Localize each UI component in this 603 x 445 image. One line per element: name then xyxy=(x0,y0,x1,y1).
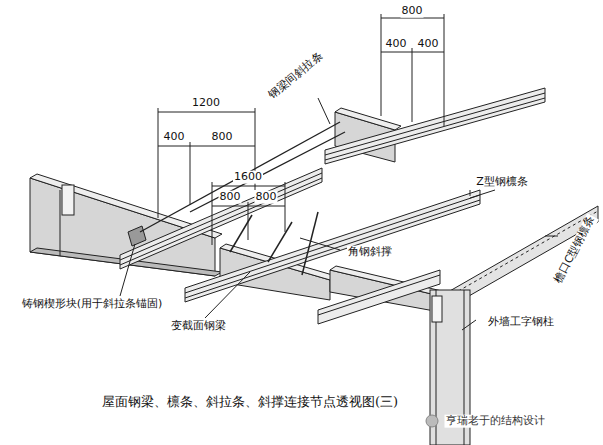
dimension: 400 xyxy=(385,38,408,51)
dimension: 1600 xyxy=(233,171,263,184)
part-name: 角钢斜撑 xyxy=(347,246,393,259)
dimension: 400 xyxy=(163,131,186,144)
part-name: 钢梁间斜拉条 xyxy=(266,49,326,102)
part-name: Z型钢檩条 xyxy=(475,176,529,189)
part-name: 铸钢楔形块(用于斜拉条锚固) xyxy=(21,298,164,311)
dimension: 1200 xyxy=(191,97,221,110)
part-name: 外墙工字钢柱 xyxy=(487,316,555,329)
dimension: 800 xyxy=(401,5,424,18)
figure-caption: 屋面钢梁、檩条、斜拉条、斜撑连接节点透视图(三) xyxy=(101,395,399,410)
watermark: 亨瑞老于的结构设计 xyxy=(445,415,546,428)
dimension: 400 xyxy=(417,38,440,51)
dimension: 800 xyxy=(211,131,234,144)
part-name: 变截面钢梁 xyxy=(170,320,227,333)
dimension: 800 xyxy=(219,191,242,204)
dimension: 800 xyxy=(255,191,278,204)
